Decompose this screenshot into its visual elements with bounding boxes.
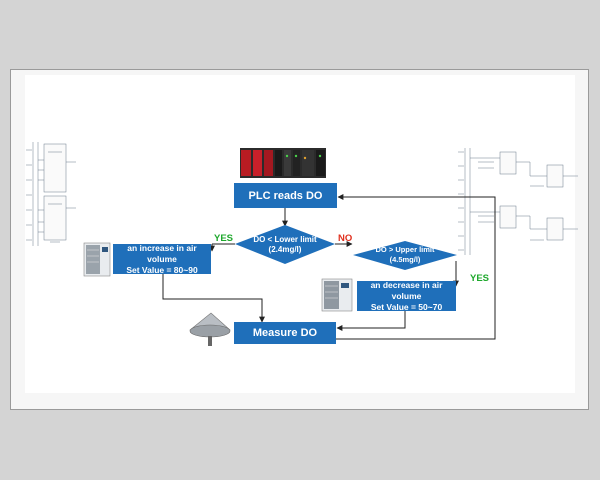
increase-line2: Set Value = 80~90: [126, 264, 198, 275]
ladder-diagram-left: [26, 142, 76, 246]
condition-upper-diamond: [353, 241, 457, 270]
decrease-air-volume-box: an decrease in air volume Set Value = 50…: [357, 279, 456, 312]
measure-do-label: Measure DO: [252, 327, 318, 339]
condition-lower-diamond: [235, 225, 335, 264]
flow-connectors: [162, 194, 496, 340]
blower-left-image: [83, 242, 111, 277]
decrease-line2: Set Value = 50~70: [370, 301, 443, 312]
increase-line1: an increase in air volume: [127, 242, 197, 264]
plc-reads-do-label: PLC reads DO: [248, 189, 323, 202]
yes-label-right: YES: [470, 273, 490, 284]
condition-lower-line1: DO < Lower limit: [253, 234, 317, 244]
ladder-diagram-right: [458, 148, 578, 255]
condition-upper-text: DO > Upper limit (4.5mg/l): [363, 244, 447, 266]
condition-upper-line1: DO > Upper limit: [375, 245, 435, 254]
condition-lower-line2: (2.4mg/l): [268, 245, 302, 254]
plc-controller-image: [240, 148, 326, 178]
increase-air-volume-box: an increase in air volume Set Value = 80…: [113, 242, 211, 275]
plc-reads-do-box: PLC reads DO: [234, 183, 337, 208]
do-sensor-image: [189, 312, 231, 346]
yes-label-left: YES: [214, 233, 234, 244]
decrease-line1: an decrease in air volume: [370, 279, 443, 301]
blower-right-image: [321, 278, 353, 312]
condition-lower-text: DO < Lower limit (2.4mg/l): [245, 233, 325, 257]
no-label: NO: [338, 233, 353, 244]
measure-do-box: Measure DO: [234, 322, 336, 344]
condition-upper-line2: (4.5mg/l): [389, 255, 421, 264]
